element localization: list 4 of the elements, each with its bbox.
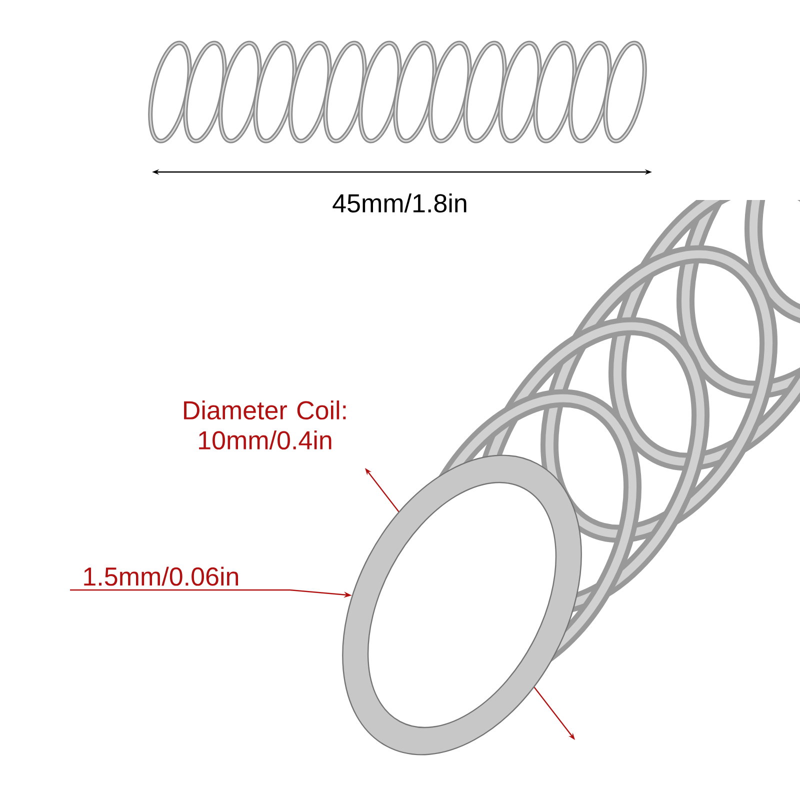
dimension-label: 45mm/1.8in <box>332 193 466 213</box>
callout-label: 1.5mm/0.06in <box>84 566 238 586</box>
dimension-label: Diameter Coil: 10mm/0.4in <box>184 400 346 450</box>
spring-end-ring <box>342 455 582 755</box>
